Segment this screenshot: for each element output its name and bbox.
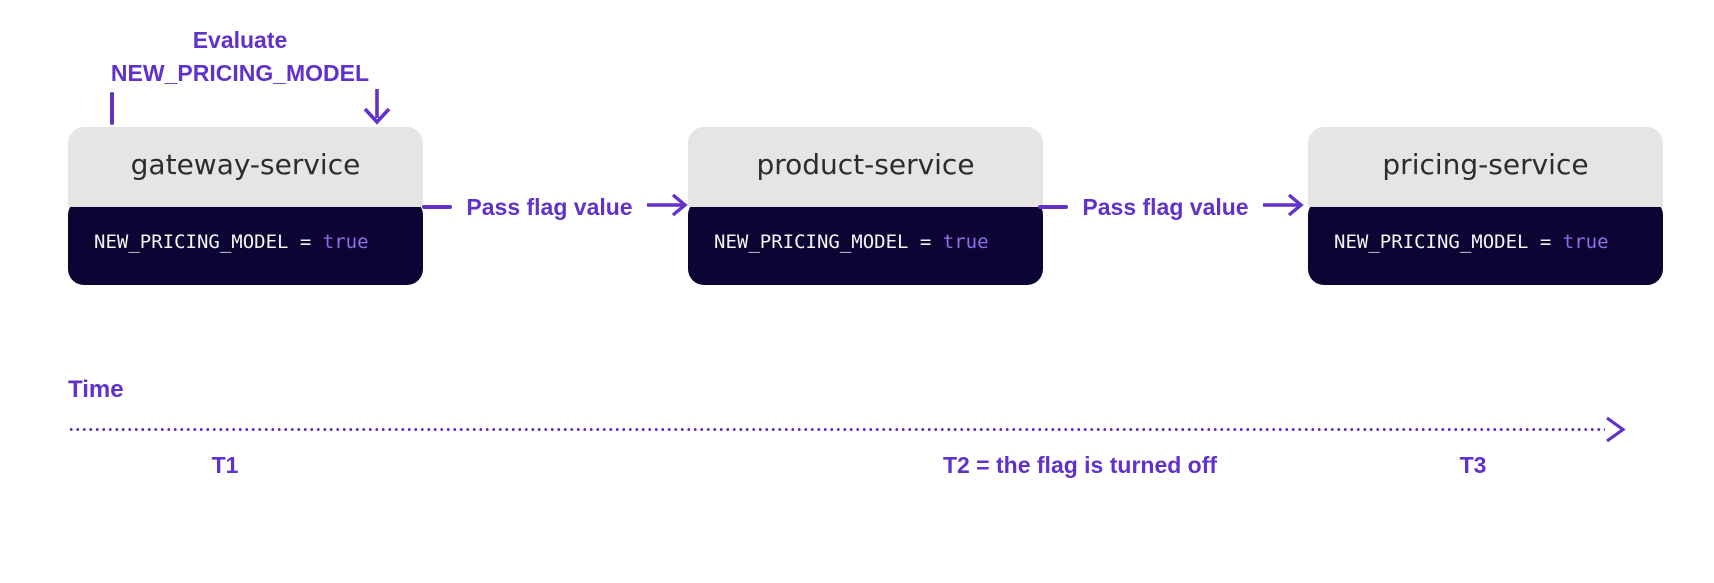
service-card-gateway: NEW_PRICING_MODEL = true gateway-service [68,127,423,285]
timeline-title: Time [68,376,124,403]
flag-state-panel: NEW_PRICING_MODEL = true [1308,199,1663,285]
timeline-marker-t3: T3 [1459,452,1487,478]
pass-flag-connector-1: Pass flag value [422,189,689,225]
timeline-marker-t2: T2 = the flag is turned off [942,452,1218,478]
annotation-tick-line [110,92,114,125]
connector-dash-line [1038,205,1068,209]
connector-label: Pass flag value [466,193,633,220]
down-arrow-icon [362,88,392,133]
flag-value: true [1562,231,1609,253]
service-card-pricing: NEW_PRICING_MODEL = true pricing-service [1308,127,1663,285]
service-name: gateway-service [130,147,361,181]
right-arrow-icon [1262,192,1305,223]
flag-code-line: NEW_PRICING_MODEL = true [1334,231,1609,253]
timeline-marker-t1: T1 [211,452,239,478]
service-name: pricing-service [1382,147,1589,181]
service-header: gateway-service [68,127,423,207]
flag-state-panel: NEW_PRICING_MODEL = true [68,199,423,285]
flag-name: NEW_PRICING_MODEL [94,231,289,253]
pass-flag-connector-2: Pass flag value [1038,189,1305,225]
right-chevron-icon [1603,416,1627,448]
connector-dash-line [422,205,452,209]
flag-equals: = [908,231,943,253]
flag-value: true [322,231,369,253]
flag-value: true [942,231,989,253]
flag-code-line: NEW_PRICING_MODEL = true [94,231,369,253]
service-header: pricing-service [1308,127,1663,207]
right-arrow-icon [646,192,689,223]
flag-code-line: NEW_PRICING_MODEL = true [714,231,989,253]
flag-state-panel: NEW_PRICING_MODEL = true [688,199,1043,285]
flag-equals: = [1528,231,1563,253]
flag-name: NEW_PRICING_MODEL [714,231,909,253]
evaluate-annotation: Evaluate NEW_PRICING_MODEL [85,24,395,90]
service-name: product-service [756,147,975,181]
timeline-dotted-line [68,428,1605,431]
connector-label: Pass flag value [1082,193,1249,220]
flag-equals: = [288,231,323,253]
service-card-product: NEW_PRICING_MODEL = true product-service [688,127,1043,285]
service-header: product-service [688,127,1043,207]
flag-name: NEW_PRICING_MODEL [1334,231,1529,253]
annotation-line2: NEW_PRICING_MODEL [110,60,370,86]
annotation-line1: Evaluate [192,27,288,53]
